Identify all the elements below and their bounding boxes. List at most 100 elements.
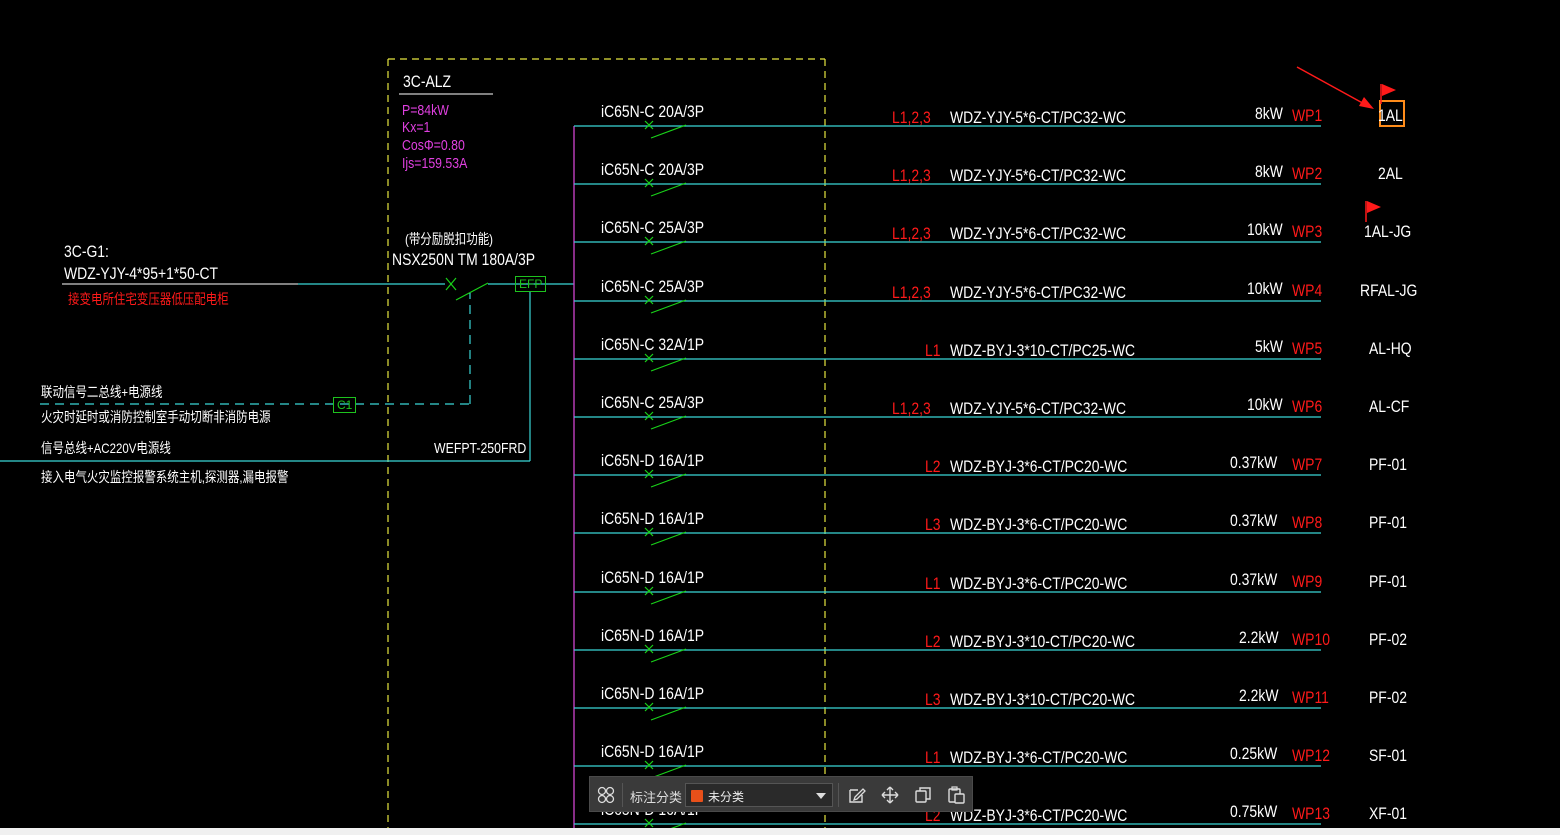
c1-tag[interactable]: C1 bbox=[333, 397, 357, 413]
circuit-cable: WDZ-YJY-5*6-CT/PC32-WC bbox=[950, 283, 1127, 302]
circuit-load: AL-CF bbox=[1369, 397, 1410, 416]
circuit-breaker: iC65N-C 25A/3P bbox=[601, 277, 705, 296]
signal-line-3: 信号总线+AC220V电源线 bbox=[41, 440, 171, 456]
toolbar-label: 标注分类 bbox=[630, 791, 683, 806]
annotation-toolbar: 标注分类 未分类 bbox=[589, 776, 973, 812]
panel-param-ijs: Ijs=159.53A bbox=[402, 155, 468, 172]
circuit-power: 8kW bbox=[1255, 162, 1283, 181]
panel-param-cos: CosΦ=0.80 bbox=[402, 137, 465, 154]
circuit-cable: WDZ-YJY-5*6-CT/PC32-WC bbox=[950, 224, 1127, 243]
panel-name: 3C-ALZ bbox=[403, 72, 452, 91]
circuit-wp: WP3 bbox=[1292, 222, 1323, 241]
move-icon[interactable] bbox=[880, 785, 900, 805]
toolbar-divider bbox=[838, 783, 839, 807]
circuit-wp: WP8 bbox=[1292, 513, 1323, 532]
flag-icon[interactable] bbox=[1380, 84, 1396, 104]
circuit-phase: L1 bbox=[925, 341, 941, 360]
copy-icon[interactable] bbox=[913, 785, 933, 805]
circuit-breaker-symbol[interactable] bbox=[644, 295, 687, 314]
circuit-power: 2.2kW bbox=[1238, 686, 1279, 705]
category-select-value: 未分类 bbox=[708, 790, 745, 804]
circuit-power: 2.2kW bbox=[1238, 628, 1279, 647]
load-1al-highlight[interactable] bbox=[1379, 100, 1405, 127]
circuit-breaker-symbol[interactable] bbox=[644, 411, 687, 430]
circuit-wp: WP10 bbox=[1292, 630, 1330, 649]
circuit-power: 0.37kW bbox=[1230, 453, 1278, 472]
circuit-load: 1AL bbox=[1378, 106, 1403, 125]
panel-param-power: P=84kW bbox=[402, 102, 449, 119]
circuit-load: PF-02 bbox=[1369, 630, 1407, 649]
circuit-breaker: iC65N-C 32A/1P bbox=[601, 335, 705, 354]
circuit-breaker: iC65N-C 25A/3P bbox=[601, 393, 705, 412]
circuit-breaker: iC65N-C 20A/3P bbox=[601, 102, 705, 121]
circuit-cable: WDZ-YJY-5*6-CT/PC32-WC bbox=[950, 399, 1127, 418]
circuit-wp: WP12 bbox=[1292, 746, 1330, 765]
circuit-load: XF-01 bbox=[1369, 804, 1407, 823]
circuit-breaker-symbol[interactable] bbox=[644, 760, 687, 779]
circuit-phase: L1,2,3 bbox=[892, 224, 931, 243]
incoming-note: 接变电所住宅变压器低压配电柜 bbox=[68, 291, 229, 307]
edit-icon[interactable] bbox=[847, 785, 867, 805]
main-breaker-model: NSX250N TM 180A/3P bbox=[392, 250, 536, 269]
circuit-breaker-symbol[interactable] bbox=[644, 586, 687, 605]
circuit-power: 8kW bbox=[1255, 104, 1283, 123]
circuit-cable: WDZ-BYJ-3*6-CT/PC20-WC bbox=[950, 574, 1128, 593]
circuit-load: AL-HQ bbox=[1369, 339, 1412, 358]
circuit-phase: L1,2,3 bbox=[892, 108, 931, 127]
circuit-cable: WDZ-BYJ-3*10-CT/PC20-WC bbox=[950, 690, 1136, 709]
circuit-breaker-symbol[interactable] bbox=[644, 120, 687, 139]
grid-icon[interactable] bbox=[596, 785, 616, 805]
circuit-wp: WP1 bbox=[1292, 106, 1323, 125]
circuit-breaker-symbol[interactable] bbox=[644, 236, 687, 255]
circuit-breaker: iC65N-C 20A/3P bbox=[601, 160, 705, 179]
circuit-breaker: iC65N-C 25A/3P bbox=[601, 218, 705, 237]
circuit-cable: WDZ-BYJ-3*6-CT/PC20-WC bbox=[950, 806, 1128, 825]
toolbar-divider bbox=[622, 783, 623, 807]
circuit-wp: WP7 bbox=[1292, 455, 1323, 474]
circuit-load: PF-01 bbox=[1369, 455, 1407, 474]
circuit-cable: WDZ-BYJ-3*6-CT/PC20-WC bbox=[950, 515, 1128, 534]
circuit-breaker: iC65N-D 16A/1P bbox=[601, 626, 705, 645]
circuit-power: 0.75kW bbox=[1230, 802, 1278, 821]
circuit-cable: WDZ-BYJ-3*10-CT/PC25-WC bbox=[950, 341, 1136, 360]
circuit-phase: L2 bbox=[925, 632, 941, 651]
circuit-power: 0.25kW bbox=[1230, 744, 1278, 763]
circuit-cable: WDZ-YJY-5*6-CT/PC32-WC bbox=[950, 108, 1127, 127]
circuit-cable: WDZ-YJY-5*6-CT/PC32-WC bbox=[950, 166, 1127, 185]
circuit-breaker-symbol[interactable] bbox=[644, 644, 687, 663]
flag-icon[interactable] bbox=[1365, 201, 1381, 222]
circuit-phase: L1,2,3 bbox=[892, 399, 931, 418]
circuit-phase: L1 bbox=[925, 748, 941, 767]
circuit-load: PF-01 bbox=[1369, 513, 1407, 532]
circuit-load: PF-01 bbox=[1369, 572, 1407, 591]
circuit-power: 0.37kW bbox=[1230, 570, 1278, 589]
circuit-breaker: iC65N-D 16A/1P bbox=[601, 451, 705, 470]
circuit-power: 10kW bbox=[1246, 395, 1283, 414]
circuit-breaker-symbol[interactable] bbox=[644, 178, 687, 197]
status-strip bbox=[0, 828, 1560, 835]
circuit-phase: L2 bbox=[925, 457, 941, 476]
category-select[interactable]: 未分类 bbox=[685, 783, 833, 807]
circuit-breaker-symbol[interactable] bbox=[644, 353, 687, 372]
circuit-phase: L1,2,3 bbox=[892, 166, 931, 185]
circuit-breaker: iC65N-D 16A/1P bbox=[601, 568, 705, 587]
circuit-phase: L3 bbox=[925, 515, 941, 534]
circuit-power: 10kW bbox=[1246, 279, 1283, 298]
signal-line-4: 接入电气火灾监控报警系统主机,探测器,漏电报警 bbox=[41, 469, 289, 485]
circuit-wp: WP5 bbox=[1292, 339, 1323, 358]
annotation-arrow bbox=[1296, 66, 1374, 109]
circuit-wp: WP2 bbox=[1292, 164, 1323, 183]
circuit-breaker-symbol[interactable] bbox=[644, 469, 687, 488]
circuit-load: SF-01 bbox=[1369, 746, 1407, 765]
circuit-load: 2AL bbox=[1378, 164, 1403, 183]
main-breaker-symbol[interactable] bbox=[445, 277, 489, 301]
efp-tag[interactable]: EFP bbox=[515, 276, 547, 292]
circuit-load: PF-02 bbox=[1369, 688, 1407, 707]
circuit-wp: WP9 bbox=[1292, 572, 1323, 591]
signal-line-1: 联动信号二总线+电源线 bbox=[41, 384, 163, 400]
circuit-breaker-symbol[interactable] bbox=[644, 527, 687, 546]
paste-icon[interactable] bbox=[946, 785, 966, 805]
circuit-breaker-symbol[interactable] bbox=[644, 702, 687, 721]
category-swatch bbox=[691, 790, 703, 802]
